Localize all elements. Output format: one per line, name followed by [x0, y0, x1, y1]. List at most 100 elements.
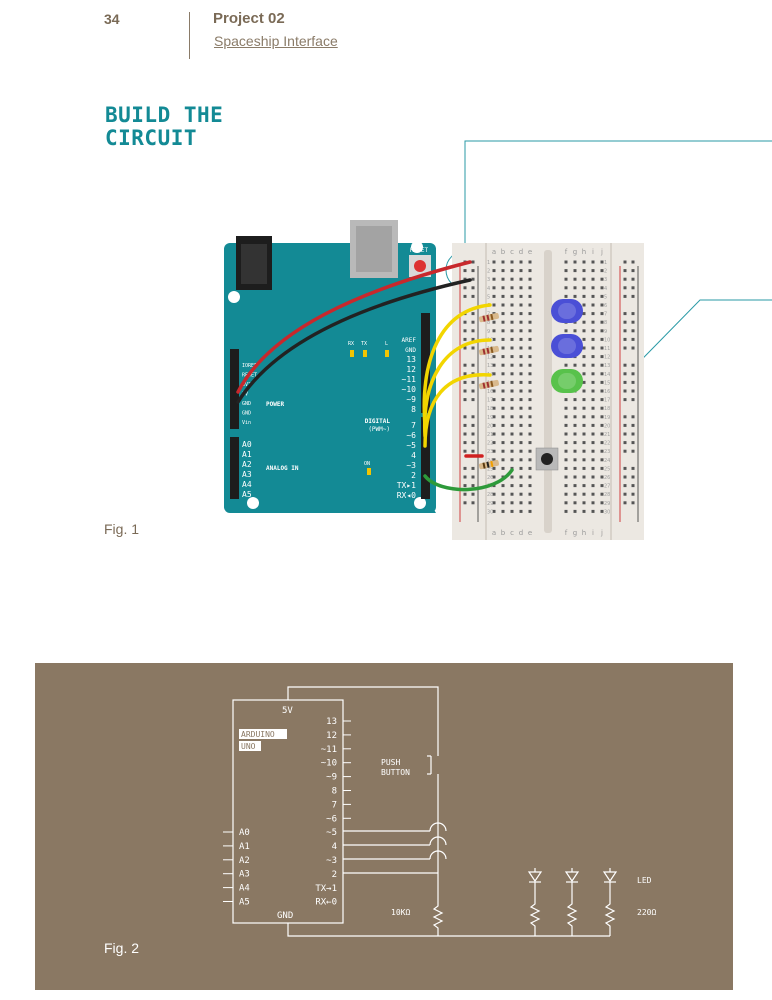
breadboard-hole [591, 492, 595, 496]
breadboard-hole [501, 458, 505, 462]
breadboard-col-label: b [501, 529, 506, 537]
breadboard-hole [519, 269, 523, 273]
power-label: POWER [266, 401, 284, 408]
breadboard-row-label: 17 [487, 398, 493, 404]
power-rail-hole [623, 423, 627, 427]
power-rail-hole [623, 501, 627, 505]
breadboard-hole [501, 303, 505, 307]
breadboard-hole [591, 406, 595, 410]
schematic-digital-pin: ~11 [321, 745, 337, 755]
power-rail-hole [463, 380, 467, 384]
breadboard-hole [528, 346, 532, 350]
breadboard-hole [573, 286, 577, 290]
breadboard-row-label: 14 [604, 372, 610, 378]
breadboard-hole [582, 484, 586, 488]
power-rail-hole [471, 432, 475, 436]
power-rail-hole [471, 475, 475, 479]
power-rail-hole [631, 329, 635, 333]
breadboard-hole [519, 415, 523, 419]
breadboard-hole [573, 277, 577, 281]
power-rail-hole [631, 294, 635, 298]
power-rail-hole [471, 398, 475, 402]
digital-pin-label: TX▸1 [397, 481, 416, 490]
power-rail-hole [623, 380, 627, 384]
power-rail-hole [463, 372, 467, 376]
breadboard-row-label: 20 [604, 423, 610, 429]
breadboard-col-label: g [573, 529, 577, 537]
breadboard-hole [510, 294, 514, 298]
breadboard-hole [510, 337, 514, 341]
schematic-digital-pin: ~6 [326, 814, 337, 824]
breadboard-hole [492, 475, 496, 479]
analog-pin-label: A2 [242, 460, 252, 469]
power-rail-hole [631, 269, 635, 273]
breadboard-row-label: 15 [604, 380, 610, 386]
breadboard-hole [528, 501, 532, 505]
fig2-caption: Fig. 2 [104, 940, 140, 956]
power-rail-hole [623, 329, 627, 333]
breadboard-hole [564, 269, 568, 273]
project-subtitle-link[interactable]: Spaceship Interface [214, 33, 338, 49]
breadboard-hole [519, 501, 523, 505]
breadboard-hole [519, 312, 523, 316]
breadboard-hole [510, 380, 514, 384]
breadboard-hole [600, 466, 604, 470]
power-rail-hole [631, 286, 635, 290]
schematic-analog-pin: A0 [239, 828, 250, 838]
breadboard-hole [519, 320, 523, 324]
breadboard-hole [492, 363, 496, 367]
breadboard-hole [600, 320, 604, 324]
breadboard-hole [564, 423, 568, 427]
breadboard-hole [582, 509, 586, 513]
breadboard-col-label: h [582, 529, 586, 537]
breadboard-hole [591, 380, 595, 384]
section-title: BUILD THE CIRCUIT [105, 104, 223, 150]
breadboard-hole [564, 398, 568, 402]
breadboard-row-label: 8 [487, 320, 490, 326]
breadboard-hole [582, 501, 586, 505]
breadboard-hole [591, 260, 595, 264]
breadboard-hole [564, 449, 568, 453]
power-rail-hole [631, 346, 635, 350]
breadboard-hole [492, 458, 496, 462]
breadboard-hole [573, 501, 577, 505]
breadboard-hole [510, 260, 514, 264]
schematic-digital-pin: ~3 [326, 856, 337, 866]
digital-pin-label: ~5 [406, 441, 416, 450]
breadboard-hole [591, 423, 595, 427]
schematic-analog-pin: A5 [239, 898, 250, 908]
breadboard-row-label: 26 [604, 475, 610, 481]
schematic-digital-pin: ~10 [321, 759, 337, 769]
on-label: ON [364, 461, 370, 467]
breadboard-hole [519, 277, 523, 281]
breadboard-hole [591, 475, 595, 479]
breadboard-hole [510, 423, 514, 427]
power-rail-hole [631, 441, 635, 445]
digital-pin-label: ~9 [406, 395, 416, 404]
breadboard-hole [519, 355, 523, 359]
breadboard-hole [528, 509, 532, 513]
power-rail-hole [623, 312, 627, 316]
breadboard-hole [564, 432, 568, 436]
breadboard-hole [528, 355, 532, 359]
breadboard-col-label: d [519, 529, 523, 537]
power-rail-hole [463, 492, 467, 496]
breadboard-row-label: 1 [487, 260, 490, 266]
breadboard-hole [582, 380, 586, 384]
breadboard-hole [528, 441, 532, 445]
breadboard-leds [551, 299, 583, 393]
rx-label: RX [348, 341, 354, 347]
power-rail-hole [471, 484, 475, 488]
breadboard-col-label: a [492, 248, 496, 256]
breadboard-hole [591, 329, 595, 333]
breadboard-hole [519, 398, 523, 402]
breadboard-hole [573, 423, 577, 427]
breadboard-hole [528, 303, 532, 307]
breadboard-hole [492, 501, 496, 505]
breadboard-col-label: i [592, 248, 594, 256]
power-rail-hole [631, 320, 635, 324]
breadboard-hole [501, 501, 505, 505]
breadboard-hole [528, 312, 532, 316]
